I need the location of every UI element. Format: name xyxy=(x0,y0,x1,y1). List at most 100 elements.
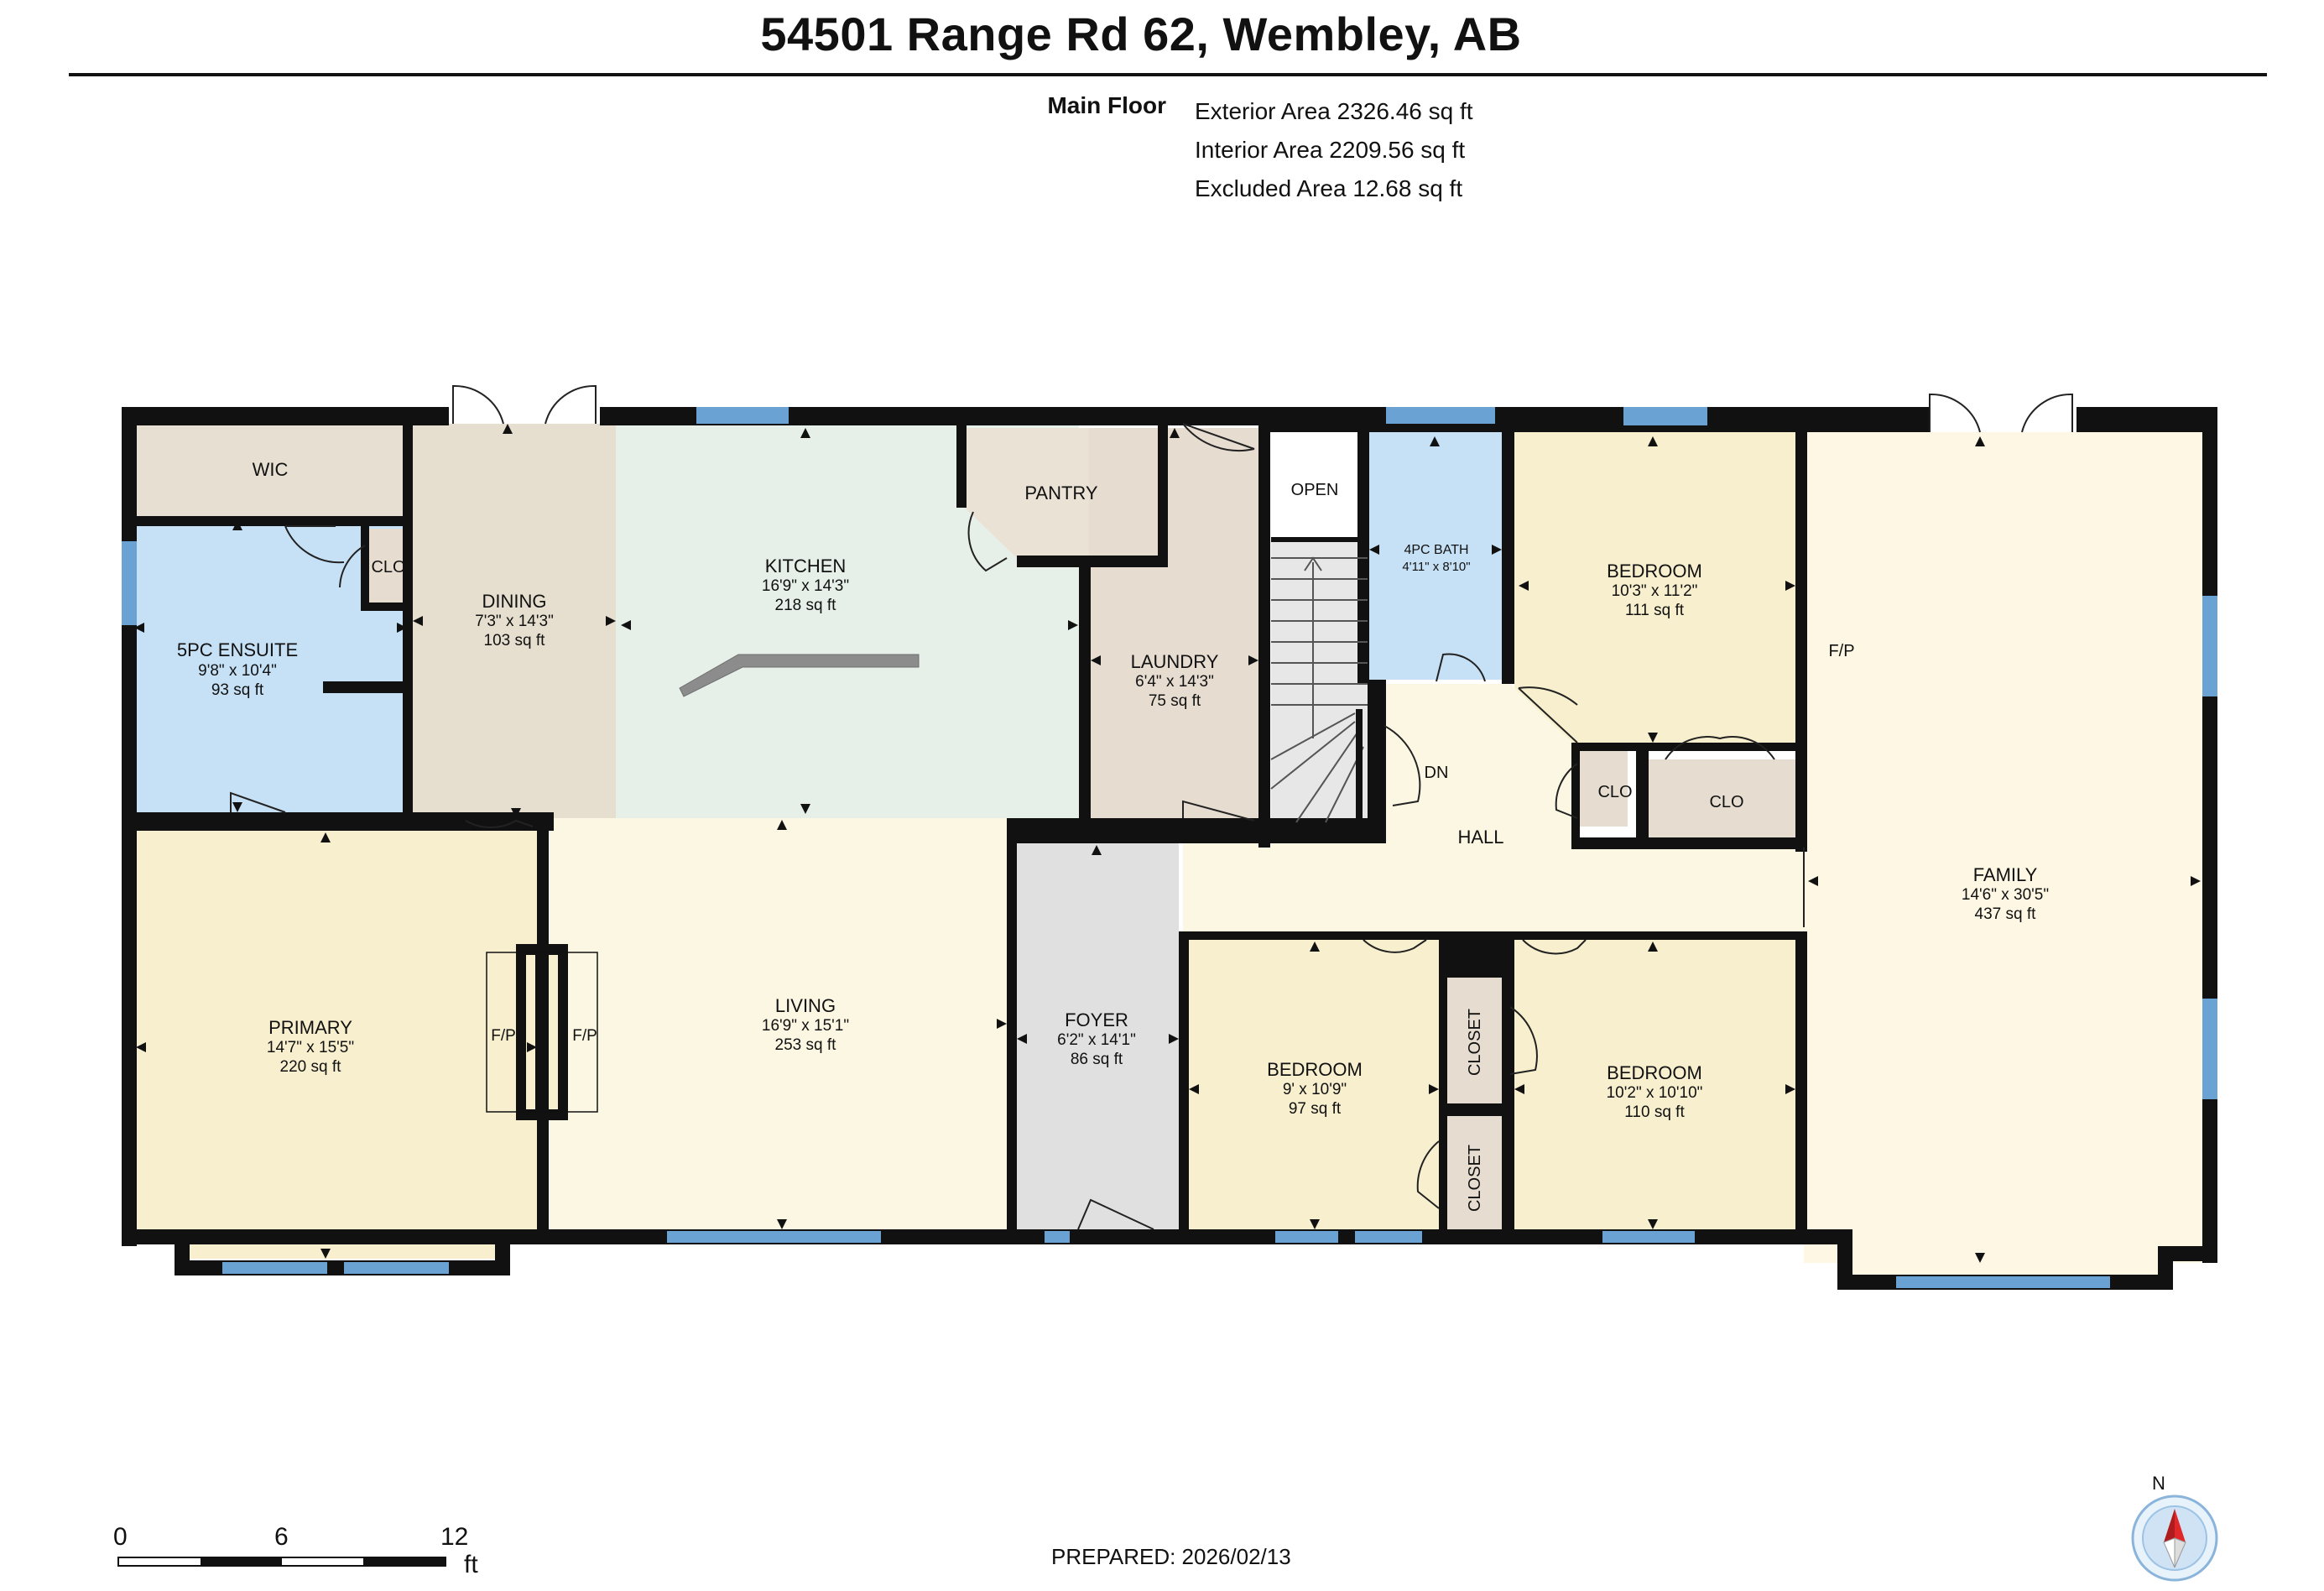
ensuite-right-wall xyxy=(403,420,413,822)
room-fills xyxy=(134,420,2202,1284)
foyer-top-wall xyxy=(1007,818,1183,843)
clo-ensuite-fill xyxy=(365,529,407,604)
window-bedroom-sw-1 xyxy=(1275,1231,1338,1243)
foyer-area: 86 sq ft xyxy=(1071,1051,1123,1068)
closet-mid-wall xyxy=(1439,1103,1510,1116)
open-bottom-wall xyxy=(1271,537,1359,542)
door-primary-dining xyxy=(465,819,534,829)
open-label: OPEN xyxy=(1291,481,1339,499)
bath4-fill xyxy=(1369,432,1502,680)
closet-2-fill xyxy=(1446,1116,1503,1240)
bedroom-sw-fill xyxy=(1187,936,1439,1238)
dining-dims: 7'3" x 14'3" xyxy=(475,613,554,630)
wic-label: WIC xyxy=(253,459,289,480)
bedroom-sw-dims: 9' x 10'9" xyxy=(1283,1081,1347,1098)
window-bath xyxy=(1386,407,1495,424)
bedroom-ne-name: BEDROOM xyxy=(1607,561,1702,582)
door-bedroom-ne xyxy=(1518,686,1578,743)
hall-label: HALL xyxy=(1457,827,1503,848)
compass-icon xyxy=(2131,1494,2218,1582)
door-front xyxy=(1077,1198,1154,1230)
door-family-patio xyxy=(1929,393,2073,433)
closet-divider-left xyxy=(1439,931,1447,1242)
primary-name: PRIMARY xyxy=(268,1017,352,1038)
family-fp: F/P xyxy=(1828,642,1854,660)
door-laundry-hall xyxy=(1182,800,1255,822)
window-bedroom-se xyxy=(1602,1231,1695,1243)
bedroom-ne-area: 111 sq ft xyxy=(1625,602,1685,619)
clo-hall-1-fill xyxy=(1577,751,1628,827)
laundry-dims: 6'4" x 14'3" xyxy=(1135,673,1214,691)
family-name: FAMILY xyxy=(1973,864,2038,885)
stair-right-wall xyxy=(1368,680,1386,843)
title-rule xyxy=(69,73,2267,76)
scale-tick-6: 6 xyxy=(274,1523,289,1551)
laundry-left-wall xyxy=(1079,558,1091,822)
pantry-right-wall xyxy=(1158,424,1168,566)
foyer-left-wall xyxy=(1007,818,1017,1229)
laundry-area: 75 sq ft xyxy=(1149,692,1201,710)
exterior-wall-right xyxy=(2202,407,2217,1263)
hall-fill xyxy=(1183,684,1804,931)
primary-area: 220 sq ft xyxy=(280,1058,342,1076)
bedroom-sw-area: 97 sq ft xyxy=(1289,1100,1342,1118)
bedroom-ne-bottom-wall xyxy=(1577,743,1804,751)
dining-name: DINING xyxy=(482,591,547,612)
bath-right-wall xyxy=(1502,424,1514,684)
clo-hall-divider xyxy=(1636,747,1649,848)
scale-tick-12: 12 xyxy=(440,1523,469,1551)
laundry-right-wall xyxy=(1258,424,1270,848)
foyer-dims: 6'2" x 14'1" xyxy=(1057,1031,1136,1049)
bedroom-se-name: BEDROOM xyxy=(1607,1062,1702,1083)
clo-ensuite-base xyxy=(361,602,407,611)
clo-hall-2-label: CLO xyxy=(1709,793,1743,811)
dining-area: 103 sq ft xyxy=(484,632,546,649)
clo-ensuite-label: CLO xyxy=(371,558,405,576)
floor-label: Main Floor xyxy=(1047,92,1166,118)
fireplace-core xyxy=(535,955,549,1109)
closet-divider-right xyxy=(1502,931,1514,1242)
family-area: 437 sq ft xyxy=(1975,905,2037,923)
door-primary-ensuite xyxy=(230,791,286,813)
bedroom-ne-right-wall xyxy=(1795,424,1807,852)
door-closet-1 xyxy=(1509,1006,1538,1075)
door-pantry xyxy=(967,511,1008,572)
door-dining-patio xyxy=(452,384,597,425)
pantry-left-wall xyxy=(956,424,967,508)
primary-fill xyxy=(134,831,537,1259)
dining-fill xyxy=(413,424,616,818)
door-clo-hall-2 xyxy=(1665,736,1775,760)
window-foyer xyxy=(1045,1231,1070,1243)
ensuite-partition xyxy=(323,681,407,693)
room-labels: WIC 5PC ENSUITE 9'8" x 10'4" 93 sq ft CL… xyxy=(177,459,2049,1212)
open-fill xyxy=(1271,432,1359,541)
clo-hall-bottom-wall xyxy=(1571,837,1804,849)
kitchen-counter xyxy=(679,654,920,697)
window-kitchen xyxy=(696,407,789,424)
family-dims: 14'6" x 30'5" xyxy=(1962,886,2049,904)
primary-bay-right xyxy=(495,1229,510,1275)
door-laundry-exterior xyxy=(1182,423,1255,451)
window-family-2 xyxy=(2202,999,2217,1099)
door-clo-ensuite xyxy=(339,545,366,588)
excluded-area: Excluded Area 12.68 sq ft xyxy=(1195,175,1463,201)
door-clo-hall-1 xyxy=(1555,763,1578,819)
door-swings xyxy=(230,384,2073,1230)
ensuite-bottom-wall xyxy=(134,812,554,831)
windows xyxy=(122,407,2217,1288)
ensuite-name: 5PC ENSUITE xyxy=(177,639,298,660)
bedroom-se-right-wall xyxy=(1795,931,1807,1242)
clo-hall-1-label: CLO xyxy=(1597,783,1632,801)
window-bedroom-ne xyxy=(1623,407,1707,425)
area-list: Exterior Area 2326.46 sq ft Interior Are… xyxy=(1195,92,1473,208)
window-living xyxy=(667,1231,881,1243)
laundry-fill xyxy=(1089,428,1265,822)
door-ensuite xyxy=(284,525,345,564)
fireplace-hearth xyxy=(486,952,598,1113)
fireplace-right-label: F/P xyxy=(572,1027,597,1045)
bedroom-sw-name: BEDROOM xyxy=(1267,1059,1363,1080)
clo-ensuite-wall xyxy=(361,524,369,608)
bath4-dims: 4'11" x 8'10" xyxy=(1402,560,1470,574)
window-ensuite xyxy=(122,541,137,625)
